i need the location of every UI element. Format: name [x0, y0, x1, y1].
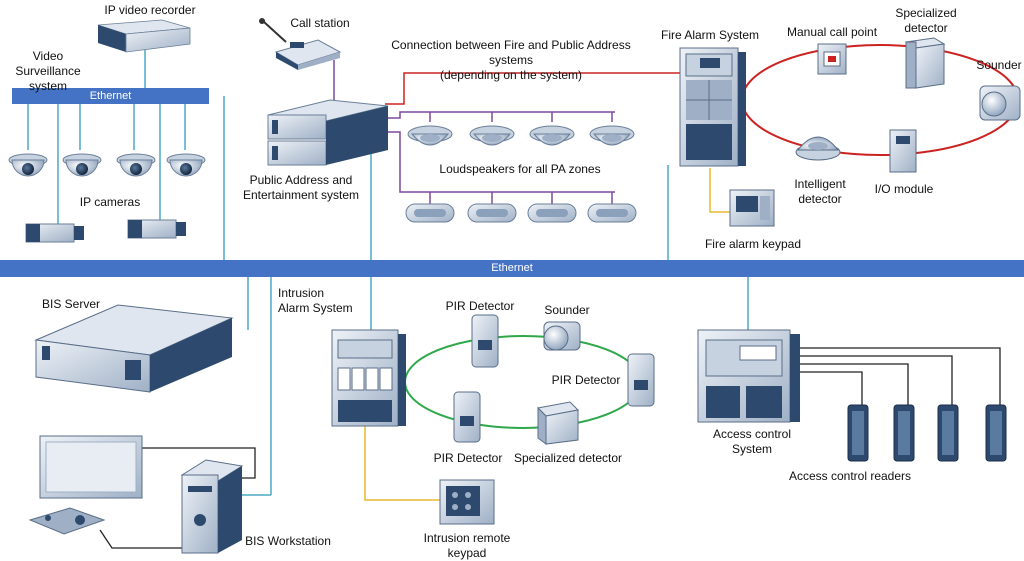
- ceiling-speakers: [407, 125, 635, 146]
- label-sounder-top: Sounder: [976, 58, 1022, 72]
- label-ip-video-recorder: IP video recorder: [104, 3, 196, 17]
- label-specialized-detector-mid: Specialized detector: [513, 451, 623, 465]
- label-access-control-system: Access control System: [712, 427, 792, 456]
- label-connection-note: Connection between Fire and Public Addre…: [391, 38, 631, 82]
- intrusion-keypad-device: [439, 479, 495, 525]
- pa-speaker-links: [333, 60, 615, 204]
- label-fire-alarm-system: Fire Alarm System: [660, 28, 759, 42]
- label-intelligent-detector: Intelligent detector: [794, 177, 846, 206]
- label-loudspeakers: Loudspeakers for all PA zones: [439, 162, 601, 176]
- label-pa-system: Public Address and Entertainment system: [242, 173, 360, 202]
- label-ip-cameras: IP cameras: [79, 195, 141, 209]
- ip-camera-domes: [8, 153, 206, 177]
- video-ethernet-links: [27, 44, 749, 496]
- access-reader-devices: [847, 404, 1007, 462]
- label-access-control-readers: Access control readers: [788, 469, 912, 483]
- label-intrusion-alarm-system: Intrusion Alarm System: [278, 286, 353, 315]
- sounder-top-device: [979, 85, 1021, 121]
- label-call-station: Call station: [290, 16, 350, 30]
- bis-monitor-device: [39, 435, 143, 499]
- io-module-device: [889, 129, 917, 173]
- manual-call-point-device: [817, 43, 847, 75]
- label-sounder-mid: Sounder: [544, 303, 590, 317]
- label-specialized-detector-top: Specialized detector: [895, 6, 957, 35]
- label-pir-detector-2: PIR Detector: [551, 373, 621, 387]
- pir-detector-device-1: [471, 314, 499, 368]
- specialized-detector-top-device: [904, 37, 946, 89]
- ethernet-bus-top: [12, 88, 209, 104]
- ip-video-recorder-device: [97, 19, 191, 53]
- access-control-panel-device: [697, 329, 800, 423]
- label-io-module: I/O module: [874, 182, 934, 196]
- reader-links: [99, 347, 1001, 549]
- bis-tower-device: [180, 459, 244, 554]
- label-bis-workstation: BIS Workstation: [245, 534, 331, 548]
- ethernet-bus-main: [0, 260, 1024, 277]
- bis-server-device: [34, 304, 234, 393]
- call-station-device: [259, 18, 342, 70]
- label-ethernet-main: Ethernet: [491, 262, 533, 274]
- pa-rack-device: [267, 99, 389, 166]
- label-pir-detector-1: PIR Detector: [445, 299, 515, 313]
- pir-detector-device-2: [627, 353, 655, 407]
- bis-keyboard-device: [28, 507, 106, 535]
- label-ethernet-top: Ethernet: [89, 90, 132, 102]
- wall-speakers: [405, 203, 637, 223]
- label-manual-call-point: Manual call point: [786, 25, 878, 39]
- intrusion-panel-device: [331, 329, 406, 427]
- label-pir-detector-3: PIR Detector: [433, 451, 503, 465]
- ip-camera-boxes: [25, 219, 186, 243]
- specialized-detector-mid-device: [536, 401, 580, 445]
- label-video-surveillance: Video Surveillance system: [15, 49, 81, 93]
- sounder-mid-device: [543, 321, 581, 351]
- label-intrusion-keypad: Intrusion remote keypad: [423, 531, 511, 560]
- fire-alarm-panel: [679, 47, 746, 167]
- fire-alarm-keypad-device: [729, 189, 775, 227]
- intelligent-detector-device: [795, 136, 841, 161]
- label-fire-alarm-keypad: Fire alarm keypad: [704, 237, 802, 251]
- pir-detector-device-3: [453, 391, 481, 443]
- label-bis-server: BIS Server: [41, 297, 101, 311]
